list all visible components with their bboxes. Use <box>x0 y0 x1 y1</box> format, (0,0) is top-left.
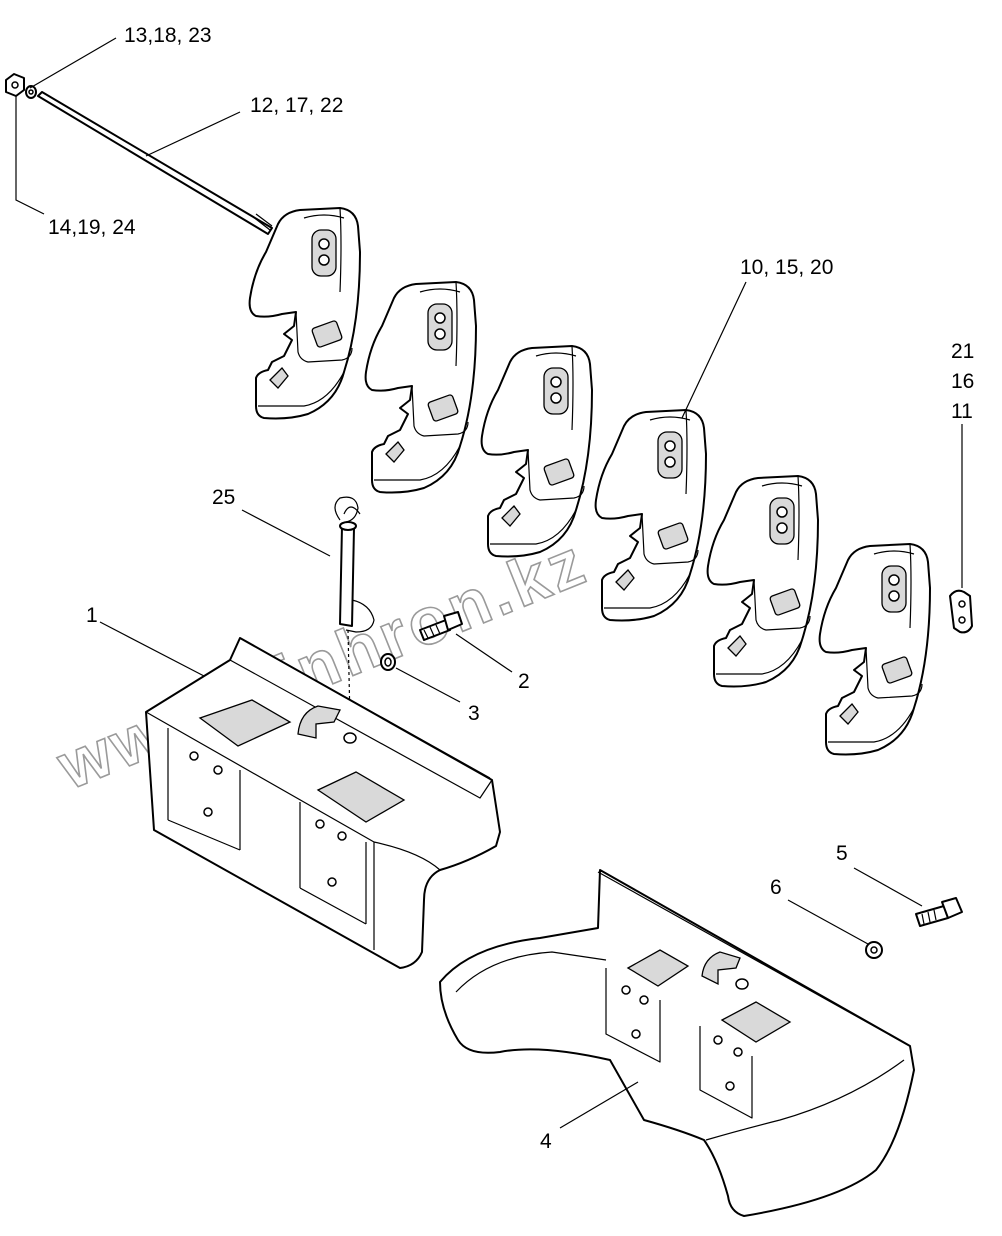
lock-pin-25 <box>334 496 375 721</box>
callout-labels: 13,18, 23 12, 17, 22 14,19, 24 10, 15, 2… <box>48 24 974 1153</box>
bolt-5 <box>915 897 963 927</box>
callout-6: 6 <box>770 876 782 899</box>
weight-plate-2 <box>364 281 477 494</box>
weight-plate-3 <box>480 345 593 558</box>
callout-16: 16 <box>951 370 974 393</box>
callout-13-18-23: 13,18, 23 <box>124 24 212 47</box>
callout-25: 25 <box>212 486 235 509</box>
weight-carrier-4 <box>439 869 915 1217</box>
callout-14-19-24: 14,19, 24 <box>48 216 136 239</box>
callout-2: 2 <box>518 670 530 693</box>
weight-plate-6 <box>818 543 931 756</box>
weight-plate-5 <box>706 475 819 688</box>
weight-plate-1 <box>248 207 361 420</box>
weight-carrier-1 <box>145 637 501 969</box>
washer-6 <box>865 941 883 959</box>
tie-rod-12 <box>37 91 273 235</box>
tie-rod-assembly <box>5 73 273 235</box>
leader-lines <box>15 37 963 1129</box>
weight-plate-4 <box>594 409 707 622</box>
washer-3 <box>380 653 396 671</box>
callout-11: 11 <box>951 400 973 423</box>
washer-14 <box>25 85 37 99</box>
callout-10-15-20: 10, 15, 20 <box>740 256 833 279</box>
callout-4: 4 <box>540 1130 552 1153</box>
nut-13 <box>5 73 25 97</box>
callout-1: 1 <box>86 604 98 627</box>
callout-12-17-22: 12, 17, 22 <box>250 94 343 117</box>
callout-5: 5 <box>836 842 848 865</box>
spacer-plate-11 <box>949 589 973 634</box>
callout-21: 21 <box>951 340 974 363</box>
bolt-2 <box>419 611 463 641</box>
callout-3: 3 <box>468 702 480 725</box>
